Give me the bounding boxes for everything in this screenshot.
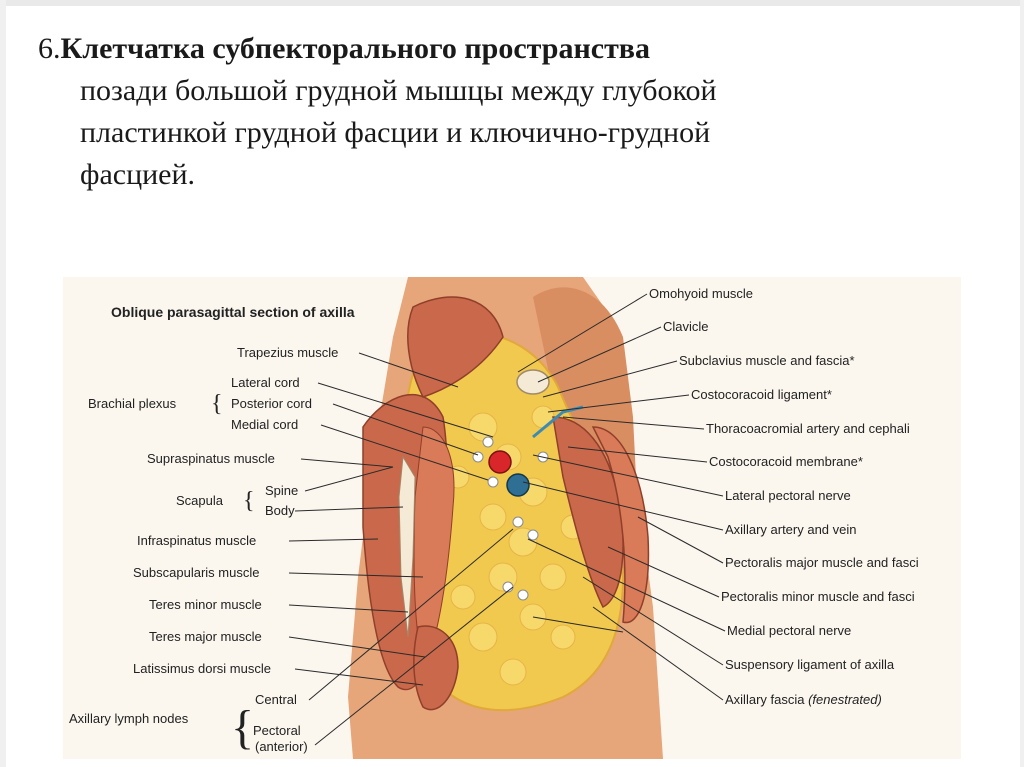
label-brachial-plexus: Brachial plexus bbox=[88, 396, 177, 411]
left-leader-lines bbox=[288, 352, 514, 746]
infraspinatus-muscle-shape bbox=[413, 426, 455, 669]
slide-title: Клетчатка субпекторального пространства bbox=[60, 32, 651, 65]
label-axillary-artery-vein: Axillary artery and vein bbox=[725, 522, 857, 537]
label-costocoracoid-ligament: Costocoracoid ligament* bbox=[691, 387, 832, 402]
slide-right-border bbox=[1020, 0, 1024, 767]
body-line-2: пластинкой грудной фасции и ключично-гру… bbox=[80, 116, 711, 149]
axillary-artery bbox=[488, 450, 512, 474]
label-pectoralis-minor: Pectoralis minor muscle and fasci bbox=[721, 589, 915, 604]
label-suspensory-ligament: Suspensory ligament of axilla bbox=[725, 657, 895, 672]
slide-text: 6.Клетчатка субпекторального пространств… bbox=[38, 28, 938, 196]
label-clavicle: Clavicle bbox=[663, 319, 709, 334]
label-teres-minor: Teres minor muscle bbox=[149, 597, 262, 612]
label-lateral-pectoral: Lateral pectoral nerve bbox=[725, 488, 851, 503]
brace-lymph-icon: { bbox=[231, 701, 254, 754]
label-thoracoacromial: Thoracoacromial artery and cephali bbox=[706, 421, 910, 436]
label-anterior: (anterior) bbox=[255, 739, 308, 754]
fat-lobules bbox=[446, 405, 586, 686]
label-medial-cord: Medial cord bbox=[231, 417, 298, 432]
right-leader-lines bbox=[517, 293, 726, 701]
label-posterior-cord: Posterior cord bbox=[231, 396, 312, 411]
label-axillary-fascia: Axillary fascia (fenestrated) bbox=[725, 692, 882, 707]
pectoralis-major-shape bbox=[591, 426, 650, 624]
scapula-bone bbox=[398, 455, 416, 638]
label-omohyoid: Omohyoid muscle bbox=[649, 286, 753, 301]
label-lateral-cord: Lateral cord bbox=[231, 375, 300, 390]
item-number: 6. bbox=[38, 32, 61, 65]
label-trapezius: Trapezius muscle bbox=[237, 345, 338, 360]
latissimus-muscle-shape bbox=[413, 625, 459, 711]
brace-scapula-icon: { bbox=[243, 488, 255, 514]
body-line-1: позади большой грудной мышцы между глубо… bbox=[80, 74, 717, 107]
body-line-3: фасцией. bbox=[80, 158, 196, 191]
pectoralis-minor-shape bbox=[552, 416, 624, 609]
label-body: Body bbox=[265, 503, 295, 518]
figure-title: Oblique parasagittal section of axilla bbox=[111, 304, 355, 320]
label-subscapularis: Subscapularis muscle bbox=[133, 565, 259, 580]
label-latissimus: Latissimus dorsi muscle bbox=[133, 661, 271, 676]
label-central: Central bbox=[255, 692, 297, 707]
label-costocoracoid-membrane: Costocoracoid membrane* bbox=[709, 454, 863, 469]
label-supraspinatus: Supraspinatus muscle bbox=[147, 451, 275, 466]
anatomy-illustration: Oblique parasagittal section of axilla T… bbox=[69, 277, 919, 759]
slide-left-border bbox=[0, 0, 6, 767]
brace-brachial-plexus-icon: { bbox=[211, 391, 223, 417]
axillary-vein bbox=[506, 473, 530, 497]
label-teres-major: Teres major muscle bbox=[149, 629, 262, 644]
label-scapula: Scapula bbox=[176, 493, 224, 508]
label-subclavius: Subclavius muscle and fascia* bbox=[679, 353, 855, 368]
clavicle-bone bbox=[516, 369, 550, 395]
label-pectoralis-major: Pectoralis major muscle and fasci bbox=[725, 555, 919, 570]
label-axillary-lymph: Axillary lymph nodes bbox=[69, 711, 189, 726]
label-spine: Spine bbox=[265, 483, 298, 498]
trapezius-muscle-shape bbox=[407, 296, 504, 398]
label-pectoral: Pectoral bbox=[253, 723, 301, 738]
label-medial-pectoral: Medial pectoral nerve bbox=[727, 623, 851, 638]
anatomy-figure: Oblique parasagittal section of axilla T… bbox=[63, 277, 961, 759]
label-infraspinatus: Infraspinatus muscle bbox=[137, 533, 256, 548]
slide-top-border bbox=[0, 0, 1024, 6]
